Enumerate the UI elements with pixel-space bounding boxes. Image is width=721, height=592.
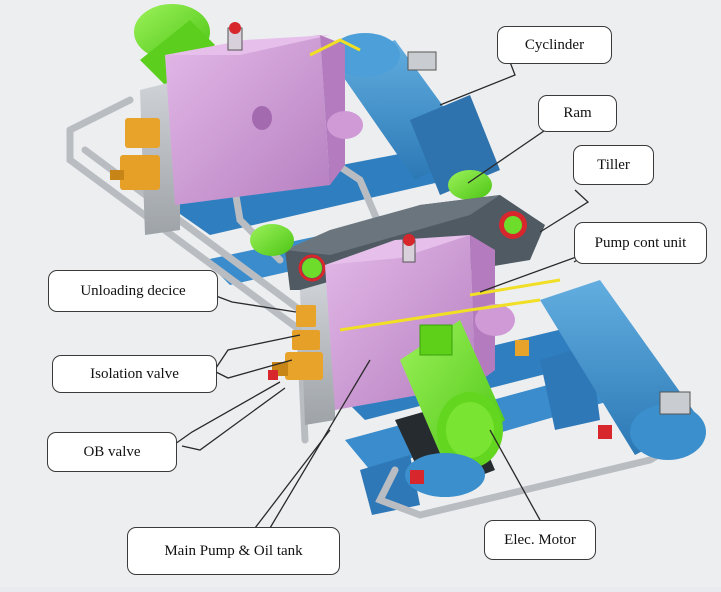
lower-cylinder — [540, 280, 706, 460]
electric-motor — [395, 320, 505, 497]
upper-pump-unit — [134, 4, 363, 235]
label-tiller: Tiller — [573, 145, 654, 185]
upper-valves — [110, 118, 160, 190]
label-main-pump-oil-tank: Main Pump & Oil tank — [127, 527, 340, 575]
label-ob-valve: OB valve — [47, 432, 177, 472]
label-pump-cont-unit: Pump cont unit — [574, 222, 707, 264]
upper-ram — [448, 170, 492, 200]
label-cylinder: Cyclinder — [497, 26, 612, 64]
lower-valves — [268, 305, 323, 380]
label-ram: Ram — [538, 95, 617, 132]
lower-ram — [250, 224, 294, 256]
leader-lines — [174, 61, 591, 529]
label-unloading-device: Unloading decice — [48, 270, 218, 312]
label-isolation-valve: Isolation valve — [52, 355, 217, 393]
upper-cylinder — [330, 33, 500, 200]
label-elec-motor: Elec. Motor — [484, 520, 596, 560]
